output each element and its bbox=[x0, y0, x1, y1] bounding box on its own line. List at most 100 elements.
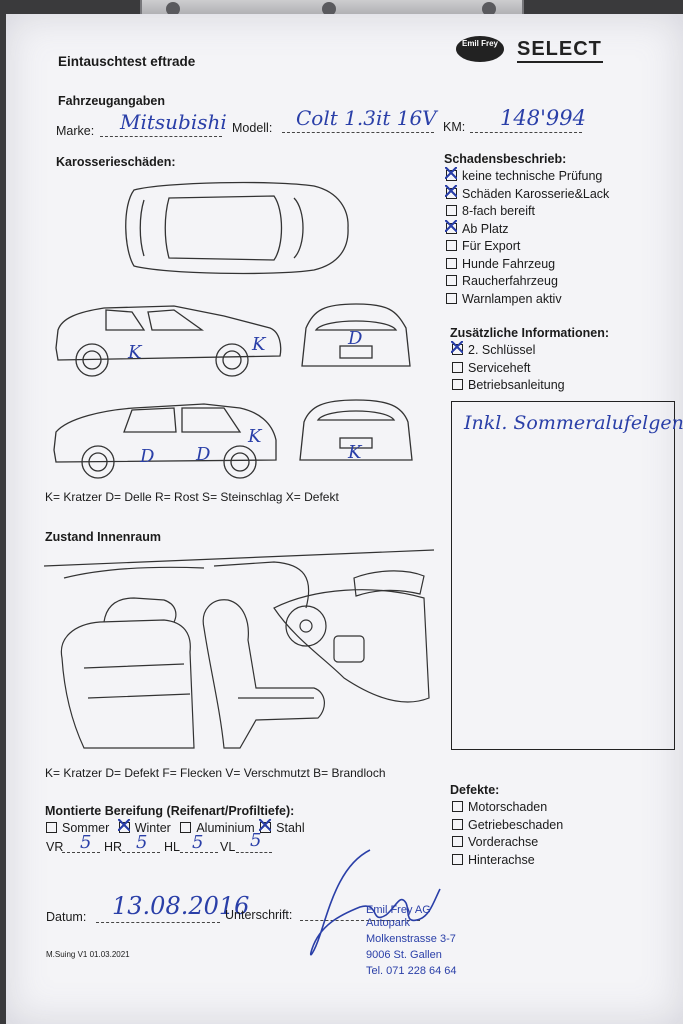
checkbox[interactable] bbox=[259, 819, 272, 833]
checkbox-item[interactable]: Warnlampen aktiv bbox=[446, 292, 609, 310]
marke-value[interactable]: Mitsubishi bbox=[120, 110, 227, 134]
checkbox-item[interactable]: keine technische Prüfung bbox=[445, 167, 609, 187]
interior-title: Zustand Innenraum bbox=[45, 530, 161, 544]
checkbox[interactable] bbox=[445, 167, 457, 181]
clip-rivet bbox=[322, 2, 336, 16]
datum-label: Datum: bbox=[46, 910, 87, 924]
steering-wheel bbox=[285, 605, 327, 647]
checkbox-item[interactable]: Ab Platz bbox=[445, 219, 609, 240]
km-value[interactable]: 148'994 bbox=[500, 106, 586, 130]
modell-label: Modell: bbox=[232, 121, 273, 135]
front-seat bbox=[202, 599, 325, 749]
km-line bbox=[470, 132, 582, 133]
hl-label: HL bbox=[164, 840, 180, 854]
checkbox-item[interactable]: Motorschaden bbox=[452, 800, 563, 818]
damage-mark: K bbox=[127, 342, 143, 363]
emil-frey-logo: Emil Frey bbox=[456, 36, 504, 62]
hr-line bbox=[122, 852, 160, 853]
vr-value[interactable]: 5 bbox=[80, 832, 92, 853]
checkbox[interactable] bbox=[180, 822, 192, 833]
signature-line bbox=[300, 920, 420, 921]
checkbox[interactable] bbox=[446, 275, 457, 286]
checkbox-item[interactable]: Für Export bbox=[446, 239, 609, 257]
checkbox[interactable] bbox=[46, 822, 57, 833]
tire-option[interactable]: Aluminium bbox=[180, 821, 255, 835]
checkbox[interactable] bbox=[452, 818, 463, 830]
vr-line bbox=[62, 852, 100, 853]
datum-line bbox=[96, 922, 220, 923]
checkbox[interactable] bbox=[446, 240, 457, 251]
notes-text[interactable]: Inkl. Sommeralufelgen bbox=[464, 412, 683, 434]
checkbox[interactable] bbox=[446, 205, 457, 216]
damage-mark: K bbox=[347, 442, 363, 463]
checkbox[interactable] bbox=[452, 801, 463, 812]
tire-type-row: Sommer Winter Aluminium Stahl bbox=[46, 819, 305, 835]
interior-diagram[interactable] bbox=[44, 548, 434, 760]
damage-mark: D bbox=[139, 446, 155, 467]
form-id: M.Suing V1 01.03.2021 bbox=[46, 950, 130, 959]
body-damage-legend: K= Kratzer D= Delle R= Rost S= Steinschl… bbox=[45, 490, 339, 504]
checkbox[interactable] bbox=[446, 257, 457, 269]
defects-title: Defekte: bbox=[450, 783, 500, 797]
hr-label: HR bbox=[104, 840, 123, 854]
checkbox[interactable] bbox=[445, 184, 457, 199]
checkbox-item[interactable]: Getriebeschaden bbox=[452, 818, 563, 836]
tire-option[interactable]: Sommer bbox=[46, 821, 109, 835]
vr-label: VR bbox=[46, 840, 64, 854]
checkbox-item[interactable]: Hunde Fahrzeug bbox=[446, 257, 609, 275]
checkbox-item[interactable]: Raucherfahrzeug bbox=[446, 274, 609, 292]
checkbox[interactable] bbox=[117, 819, 130, 833]
damage-description-title: Schadensbeschrieb: bbox=[444, 152, 567, 166]
vl-line bbox=[236, 852, 272, 853]
km-label: KM: bbox=[443, 120, 466, 134]
checkbox[interactable] bbox=[452, 836, 463, 847]
signature bbox=[309, 849, 441, 956]
unterschrift-label: Unterschrift: bbox=[225, 908, 293, 922]
tire-option[interactable]: Winter bbox=[117, 819, 171, 835]
marke-line bbox=[100, 136, 222, 137]
checkbox-item[interactable]: Serviceheft bbox=[452, 361, 565, 379]
checkbox[interactable] bbox=[451, 341, 463, 355]
car-side-left bbox=[55, 305, 282, 361]
vl-value[interactable]: 5 bbox=[250, 830, 262, 851]
rear-seat bbox=[60, 619, 195, 749]
damage-mark: K bbox=[247, 426, 263, 447]
checkbox[interactable] bbox=[452, 853, 463, 865]
checkbox[interactable] bbox=[452, 379, 463, 390]
modell-value[interactable]: Colt 1.3it 16V bbox=[296, 106, 437, 130]
checkbox-item[interactable]: Schäden Karosserie&Lack bbox=[445, 184, 609, 205]
car-side-right bbox=[53, 403, 277, 463]
damage-mark: D bbox=[347, 328, 363, 349]
dashboard bbox=[273, 589, 430, 703]
checkbox-item[interactable]: Hinterachse bbox=[452, 853, 563, 871]
inspection-form bbox=[6, 14, 683, 1024]
vehicle-section-title: Fahrzeugangaben bbox=[58, 94, 165, 108]
additional-info-list: 2. Schlüssel Serviceheft Betriebsanleitu… bbox=[451, 341, 565, 396]
checkbox-item[interactable]: Vorderachse bbox=[452, 835, 563, 853]
checkbox[interactable] bbox=[445, 219, 457, 234]
tires-title: Montierte Bereifung (Reifenart/Profiltie… bbox=[45, 804, 295, 818]
checkbox[interactable] bbox=[452, 361, 463, 373]
form-title: Eintauschtest eftrade bbox=[58, 54, 196, 69]
notes-box[interactable]: Inkl. Sommeralufelgen bbox=[451, 401, 683, 750]
checkbox[interactable] bbox=[446, 292, 457, 304]
defects-list: Motorschaden Getriebeschaden Vorderachse… bbox=[452, 800, 563, 870]
additional-info-title: Zusätzliche Informationen: bbox=[450, 326, 610, 340]
company-stamp: Emil Frey AG Autopark Molkenstrasse 3-7 … bbox=[366, 904, 457, 977]
clip-rivet bbox=[482, 2, 496, 16]
hl-value[interactable]: 5 bbox=[192, 832, 204, 853]
checkbox-item[interactable]: 2. Schlüssel bbox=[451, 341, 565, 361]
interior-legend: K= Kratzer D= Defekt F= Flecken V= Versc… bbox=[45, 766, 386, 780]
select-logo: SELECT bbox=[517, 38, 602, 60]
damage-description-list: keine technische Prüfung Schäden Karosse… bbox=[445, 167, 609, 310]
checkbox-item[interactable]: Betriebsanleitung bbox=[452, 378, 565, 396]
checkbox-item[interactable]: 8-fach bereift bbox=[446, 204, 609, 222]
damage-mark: K bbox=[251, 334, 267, 355]
tire-option[interactable]: Stahl bbox=[259, 819, 305, 835]
logo-underline bbox=[517, 61, 603, 63]
datum-value[interactable]: 13.08.2016 bbox=[112, 892, 250, 920]
body-damage-title: Karosserieschäden: bbox=[56, 155, 176, 169]
car-top-view bbox=[125, 181, 349, 275]
hr-value[interactable]: 5 bbox=[136, 832, 148, 853]
car-diagram[interactable]: K K D K D D K bbox=[44, 170, 444, 490]
